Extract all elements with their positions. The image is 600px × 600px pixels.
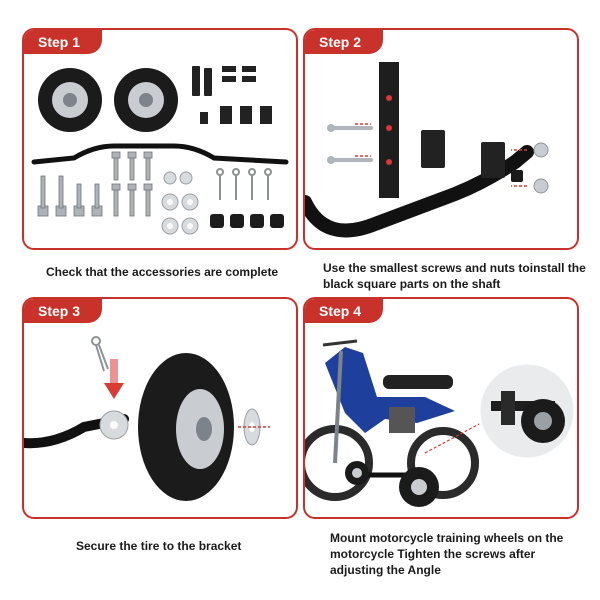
shaft-assembly-illustration [305, 54, 577, 248]
bracket-icon [192, 66, 272, 124]
square-block-icon [421, 130, 505, 178]
bolt-icon [37, 151, 153, 217]
step-1-tab: Step 1 [24, 30, 103, 54]
tire-mount-illustration [24, 323, 296, 517]
step-3-panel: Step 3 [22, 297, 298, 519]
tire-icon [138, 353, 234, 501]
arrow-icon [355, 123, 527, 187]
motorcycle-icon [322, 339, 455, 464]
cotter-pin-icon [91, 336, 109, 372]
step-4-tab: Step 4 [305, 299, 384, 323]
step-2-tab: Step 2 [305, 30, 384, 54]
training-wheel-icon [345, 461, 439, 507]
zoom-callout [424, 361, 577, 461]
motorcycle-mount-illustration [305, 323, 577, 517]
step-2-panel: Step 2 [303, 28, 579, 250]
washer-icon [99, 410, 129, 440]
accessories-illustration [24, 54, 296, 248]
step-3-caption: Secure the tire to the bracket [76, 539, 242, 553]
nut-icon [210, 214, 284, 228]
arrow-icon [104, 359, 124, 399]
step-4-panel: Step 4 [303, 297, 579, 519]
bracket-icon [379, 62, 399, 198]
shaft-icon [31, 143, 289, 165]
step-1-caption: Check that the accessories are complete [46, 265, 279, 279]
cotter-pin-icon [216, 168, 272, 200]
bike-wheel-icon [305, 425, 479, 501]
wheel-icon [114, 68, 178, 132]
wheel-icon [38, 68, 102, 132]
step-2-caption: Use the smallest screws and nuts toinsta… [323, 261, 586, 291]
step-3-tab: Step 3 [24, 299, 103, 323]
shaft-icon [24, 414, 129, 449]
step-4-caption: Mount motorcycle training wheels on the … [330, 531, 564, 577]
nut-icon [511, 142, 549, 194]
bolt-icon [331, 126, 373, 162]
washer-icon [243, 408, 261, 446]
step-1-panel: Step 1 [22, 28, 298, 250]
